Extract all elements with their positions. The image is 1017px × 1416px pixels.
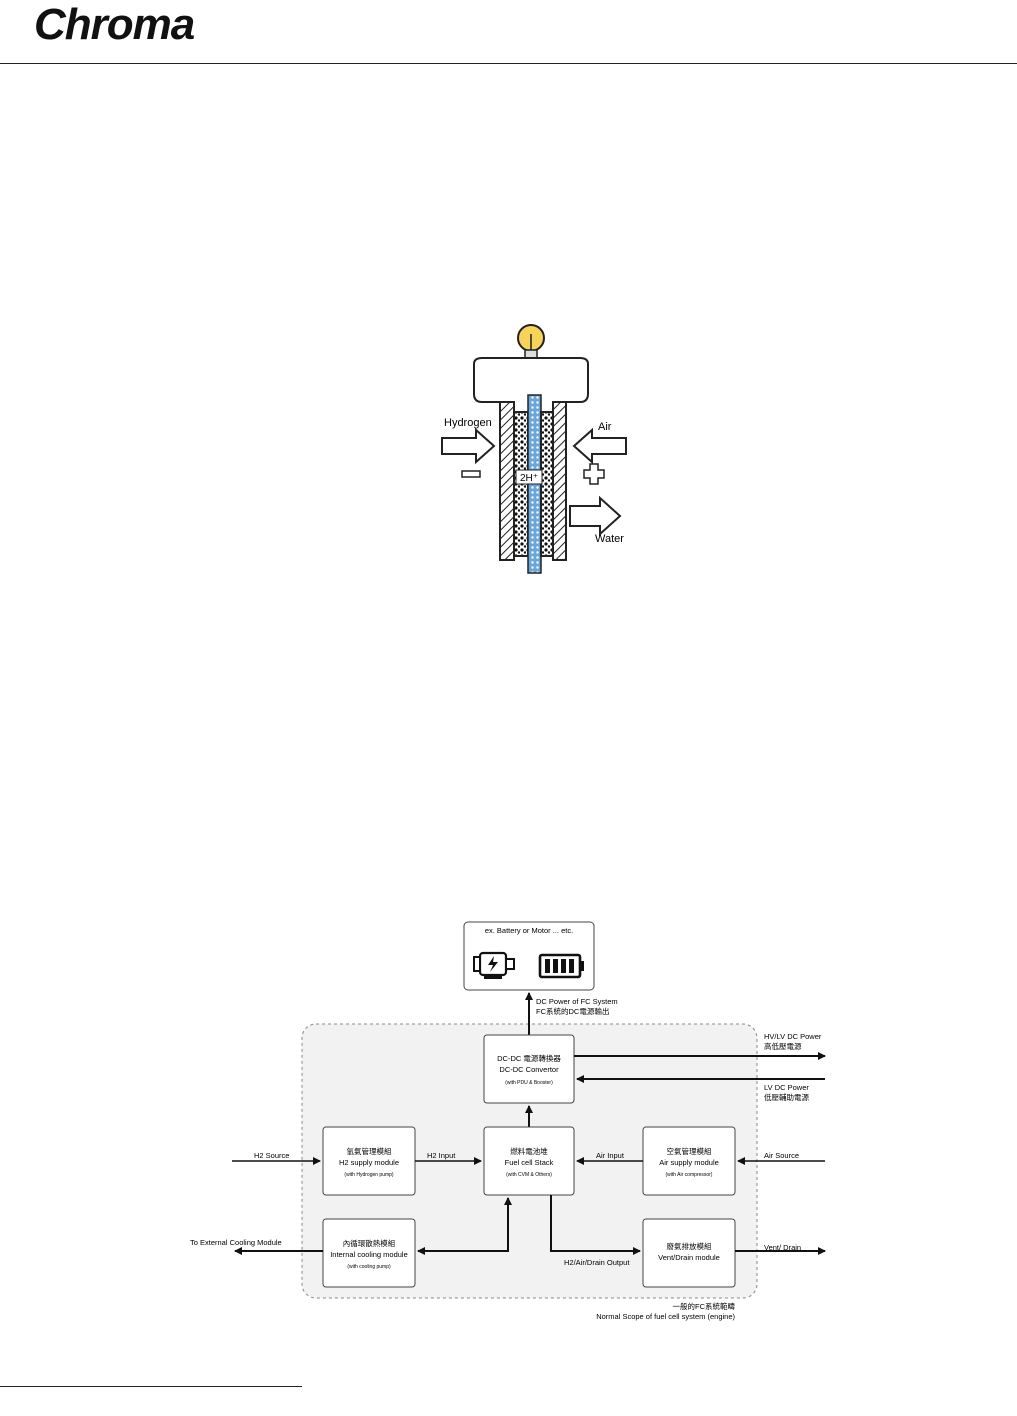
dcdc-convertor-box (483, 1034, 575, 1104)
hv-power-label-en: HV/LV DC Power (764, 1032, 822, 1041)
header-divider (0, 63, 1017, 64)
fuel-cell-illustration: 2H⁺ Hydrogen Air Water (441, 324, 627, 574)
water-arrow-icon (569, 495, 622, 537)
motor-icon (473, 951, 515, 979)
internal-cooling-module-box (322, 1218, 416, 1288)
cathode-layer (540, 411, 554, 557)
vent-module-label-en: Vent/Drain module (658, 1253, 720, 1262)
dc-power-label-en: DC Power of FC System (536, 997, 618, 1006)
cooling-module-label-zh: 內循環散熱模組 (343, 1238, 396, 1248)
footnote-divider (0, 1386, 302, 1387)
hydrogen-arrow-icon (441, 427, 496, 465)
dcdc-label-en: DC-DC Convertor (499, 1065, 559, 1074)
h2-module-label-zh: 氫氣管理模組 (347, 1146, 392, 1156)
drain-output-label: H2/Air/Drain Output (564, 1258, 630, 1267)
battery-icon (538, 953, 584, 979)
air-module-label-zh: 空氣管理模組 (667, 1146, 712, 1156)
vent-module-label-zh: 廢氣排放模組 (667, 1241, 712, 1251)
air-module-label-en: Air supply module (659, 1158, 719, 1167)
dc-power-label-zh: FC系統的DC電源輸出 (536, 1006, 609, 1016)
lv-power-label-en: LV DC Power (764, 1083, 809, 1092)
air-input-label: Air Input (596, 1151, 625, 1160)
air-label: Air (598, 421, 612, 433)
load-box-title: ex. Battery or Motor ... etc. (485, 926, 573, 935)
air-module-note: (with Air compressor) (666, 1172, 713, 1178)
minus-sign-icon (461, 470, 481, 478)
fc-system-diagram: ex. Battery or Motor ... etc. DC Power o… (190, 921, 826, 1321)
stack-label-zh: 燃料電池堆 (510, 1146, 548, 1156)
stack-note: (with CVM & Others) (506, 1172, 552, 1178)
light-bulb-icon (517, 324, 545, 359)
h2-module-note: (with Hydrogen pump) (344, 1172, 394, 1178)
air-source-label: Air Source (764, 1151, 799, 1160)
dcdc-label-zh: DC-DC 電源轉換器 (497, 1053, 561, 1063)
stack-label-en: Fuel cell Stack (505, 1158, 554, 1167)
vent-drain-module-box (642, 1218, 736, 1288)
h2-source-label: H2 Source (254, 1151, 289, 1160)
water-label: Water (595, 533, 624, 545)
plus-sign-icon (583, 463, 605, 485)
to-external-cooling-label: To External Cooling Module (190, 1238, 282, 1247)
fuel-cell-stack-box (483, 1126, 575, 1196)
cathode-plate (552, 401, 567, 561)
lv-power-label-zh: 低壓輔助電源 (764, 1092, 809, 1102)
circuit-wire (473, 357, 589, 403)
h2-input-label: H2 Input (427, 1151, 456, 1160)
chroma-logo: Chroma (34, 0, 195, 49)
h2-module-label-en: H2 supply module (339, 1158, 399, 1167)
dcdc-note: (with PDU & Booster) (505, 1080, 553, 1086)
vent-drain-label: Vent/ Drain (764, 1243, 801, 1252)
cooling-module-label-en: Internal cooling module (330, 1250, 408, 1259)
ion-label: 2H⁺ (520, 473, 538, 484)
air-arrow-icon (572, 427, 627, 465)
cooling-module-note: (with cooling pump) (347, 1264, 391, 1270)
anode-plate (499, 401, 515, 561)
hydrogen-label: Hydrogen (444, 417, 492, 429)
hv-power-label-zh: 高低壓電源 (764, 1041, 802, 1051)
scope-caption-en: Normal Scope of fuel cell system (engine… (596, 1312, 735, 1321)
scope-caption-zh: 一般的FC系統範疇 (673, 1301, 736, 1311)
